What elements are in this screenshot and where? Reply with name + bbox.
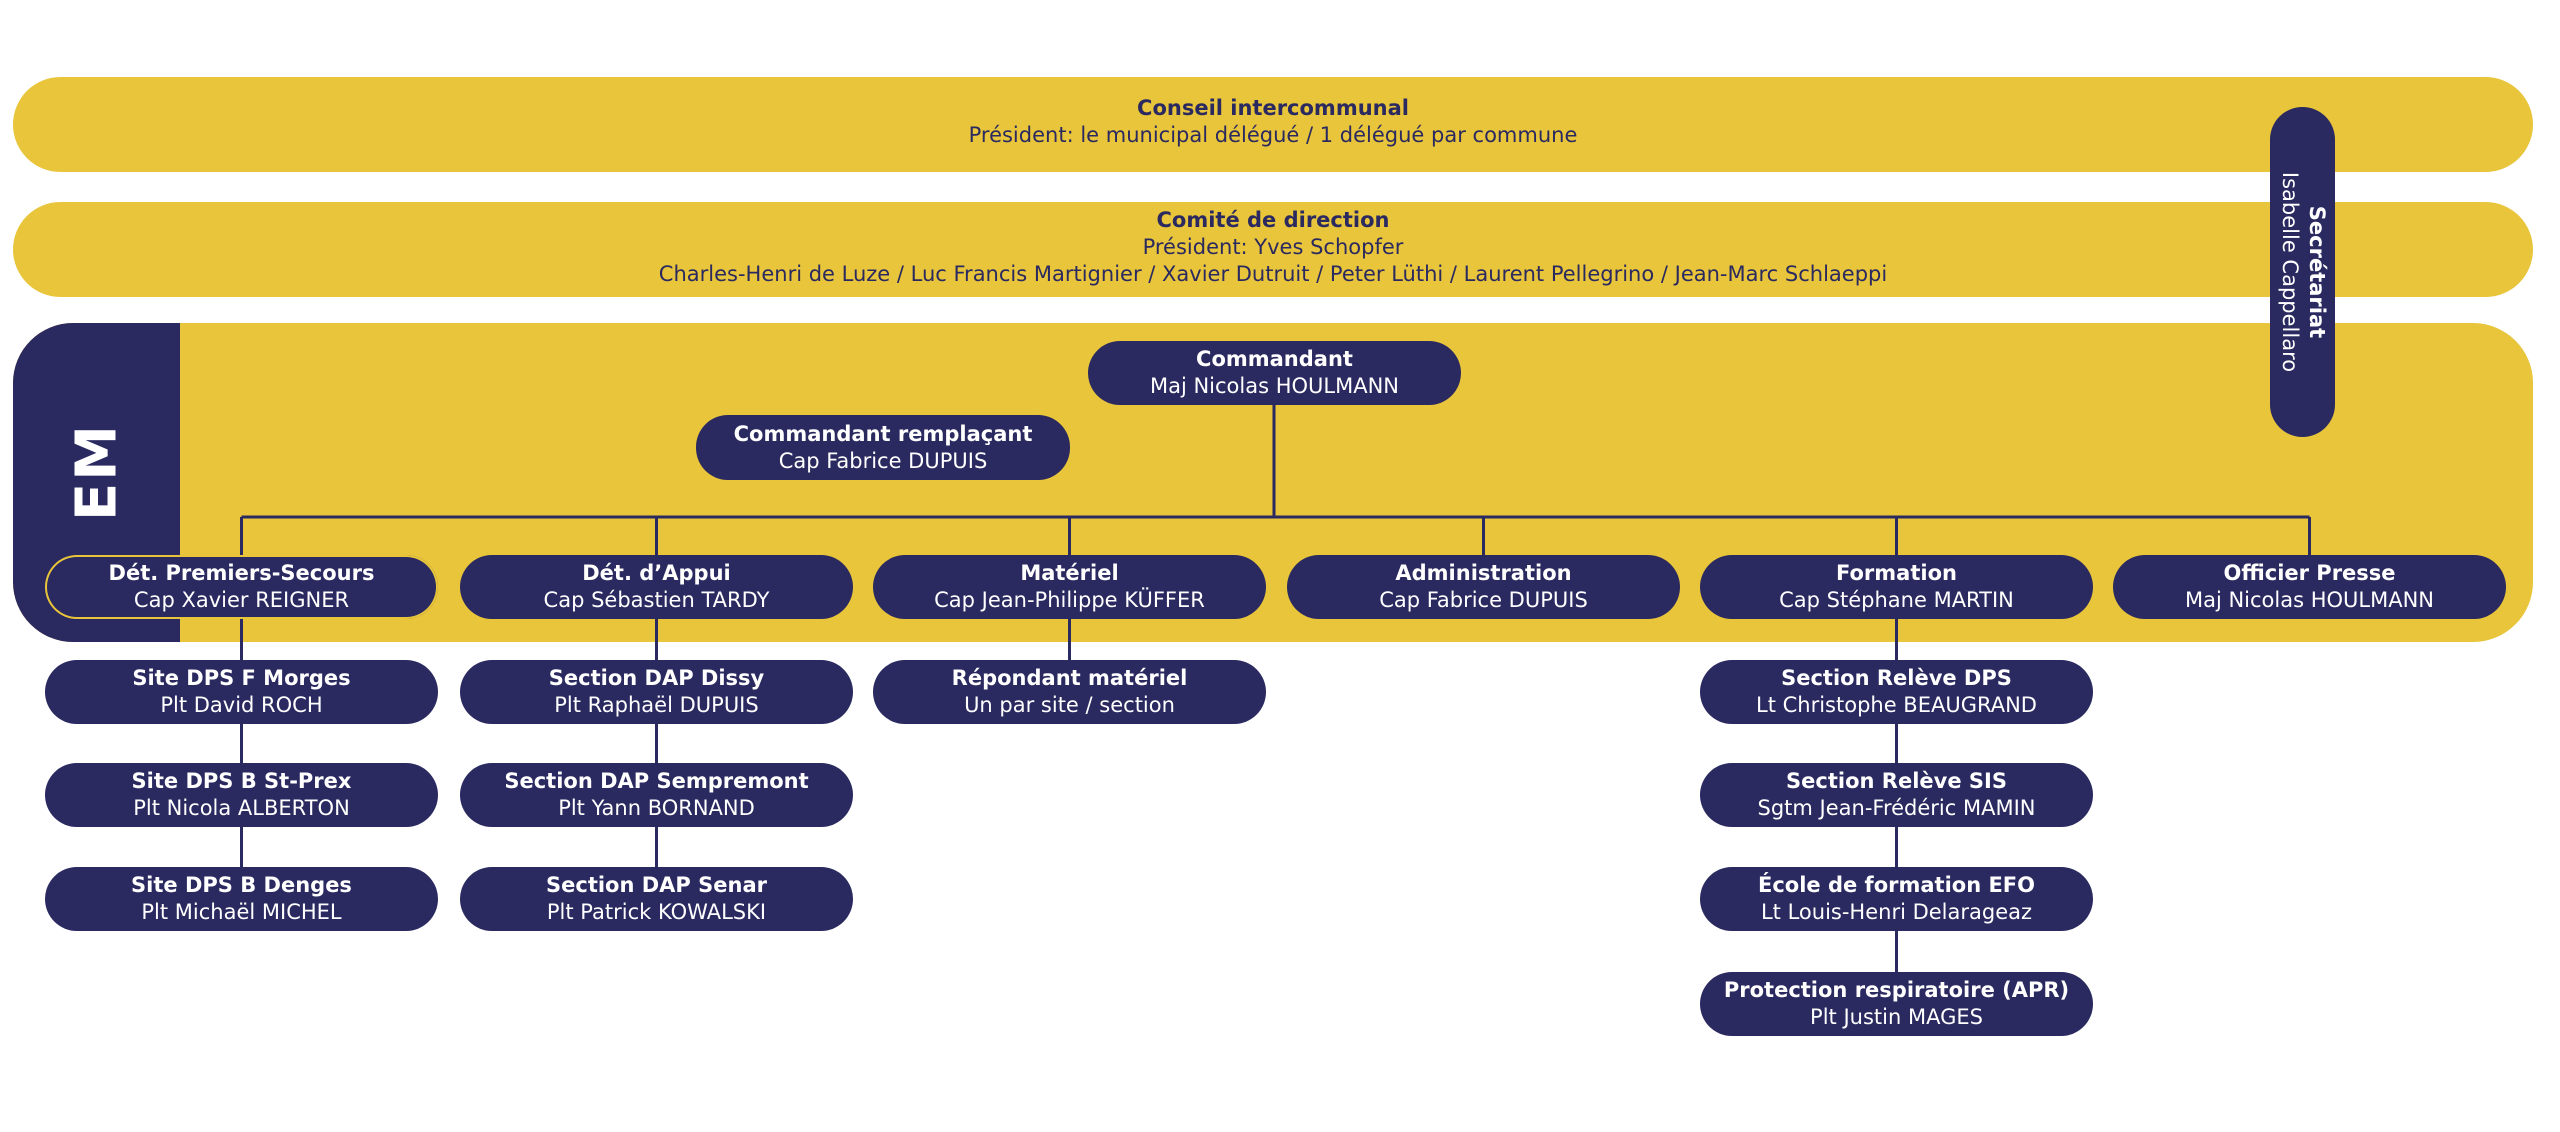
node-title: Section Relève DPS	[1781, 666, 2012, 690]
node-title: Site DPS B St-Prex	[131, 769, 352, 793]
conseil-title: Conseil intercommunal	[1137, 96, 1409, 120]
node-title: Répondant matériel	[951, 666, 1188, 690]
node-title: Protection respiratoire (APR)	[1723, 978, 2070, 1002]
comite-president: Président: Yves Schopfer	[1142, 235, 1404, 259]
comite-members: Charles-Henri de Luze / Luc Francis Mart…	[658, 262, 1888, 286]
node-name: Un par site / section	[964, 693, 1175, 717]
node-title: Site DPS F Morges	[132, 666, 351, 690]
node-name: Cap Sébastien TARDY	[543, 588, 770, 612]
node-title: Section DAP Dissy	[548, 666, 765, 690]
node-title: Dét. Premiers-Secours	[108, 561, 375, 585]
secretariat-title: Secrétariat	[2304, 205, 2329, 339]
section-node: Section Relève SIS Sgtm Jean-Frédéric MAM…	[1700, 763, 2093, 827]
node-name: Plt Justin MAGES	[1810, 1005, 1983, 1029]
secretariat-name: Isabelle Cappellaro	[2277, 171, 2302, 373]
node-name: Plt Raphaël DUPUIS	[554, 693, 759, 717]
em-label: EM	[64, 423, 130, 521]
node-name: Plt Patrick KOWALSKI	[546, 900, 767, 924]
comite-title: Comité de direction	[1156, 208, 1390, 232]
node-title: Officier Presse	[2223, 561, 2396, 585]
node-title: Section DAP Sempremont	[504, 769, 809, 793]
node-name: Cap Fabrice DUPUIS	[1379, 588, 1588, 612]
section-node: Section Relève DPS Lt Christophe BEAUGRAN…	[1700, 660, 2093, 724]
node-title: Formation	[1836, 561, 1957, 585]
node-name: Cap Stéphane MARTIN	[1779, 588, 2014, 612]
comite-direction-band: Comité de direction Président: Yves Scho…	[13, 202, 2533, 297]
node-name: Cap Fabrice DUPUIS	[778, 448, 988, 473]
node-name: Lt Louis-Henri Delarageaz	[1760, 900, 2033, 924]
node-title: Section Relève SIS	[1786, 769, 2007, 793]
node-title: Site DPS B Denges	[131, 873, 352, 897]
node-name: Plt David ROCH	[160, 693, 323, 717]
node-title: Commandant remplaçant	[733, 421, 1033, 446]
section-node: Répondant matériel Un par site / section	[873, 660, 1266, 724]
node-name: Maj Nicolas HOULMANN	[2184, 588, 2435, 612]
section-node: École de formation EFO Lt Louis-Henri Del…	[1700, 867, 2093, 931]
node-name: Sgtm Jean-Frédéric MAMIN	[1757, 796, 2036, 820]
node-title: Section DAP Senar	[546, 873, 767, 897]
commandant-remplacant-node: Commandant remplaçant Cap Fabrice DUPUIS	[696, 415, 1070, 480]
node-title: Administration	[1395, 561, 1572, 585]
conseil-president: Président: le municipal délégué / 1 délé…	[968, 123, 1578, 147]
commandant-node: Commandant Maj Nicolas HOULMANN	[1088, 341, 1461, 405]
node-name: Lt Christophe BEAUGRAND	[1756, 693, 2037, 717]
node-title: Matériel	[1020, 561, 1119, 585]
secretariat-node: Secrétariat Isabelle Cappellaro	[2270, 107, 2335, 437]
node-name: Plt Michaël MICHEL	[141, 900, 342, 924]
node-title: Commandant	[1196, 347, 1353, 371]
node-name: Maj Nicolas HOULMANN	[1149, 374, 1400, 398]
node-title: Dét. d’Appui	[582, 561, 731, 585]
section-node: Protection respiratoire (APR) Plt Justin …	[1700, 972, 2093, 1036]
conseil-intercommunal-band: Conseil intercommunal Président: le muni…	[13, 77, 2533, 172]
node-title: École de formation EFO	[1758, 873, 2035, 897]
node-name: Plt Yann BORNAND	[558, 796, 755, 820]
node-name: Plt Nicola ALBERTON	[133, 796, 350, 820]
node-name: Cap Jean-Philippe KÜFFER	[934, 588, 1205, 612]
node-name: Cap Xavier REIGNER	[133, 588, 350, 612]
